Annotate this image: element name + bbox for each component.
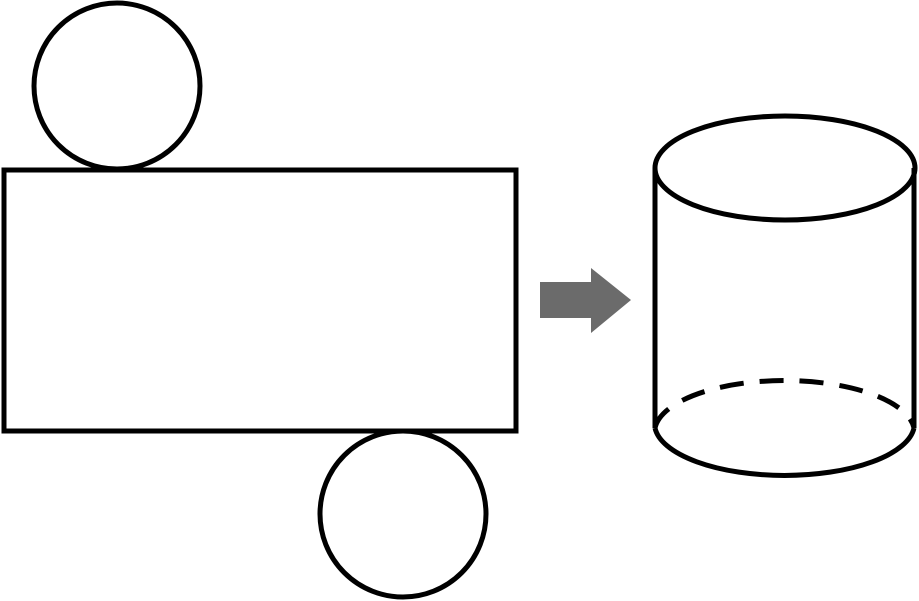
net-lateral-rectangle bbox=[1, 167, 519, 434]
cylinder-top-ellipse bbox=[652, 113, 918, 223]
net-bottom-circle bbox=[317, 428, 489, 600]
cylinder-bottom-hidden-arc bbox=[652, 378, 917, 429]
cylinder-solid bbox=[652, 113, 918, 478]
arrow-right-icon bbox=[540, 268, 631, 333]
cylinder-bottom-front-arc bbox=[652, 427, 917, 478]
net-top-circle bbox=[31, 0, 203, 172]
